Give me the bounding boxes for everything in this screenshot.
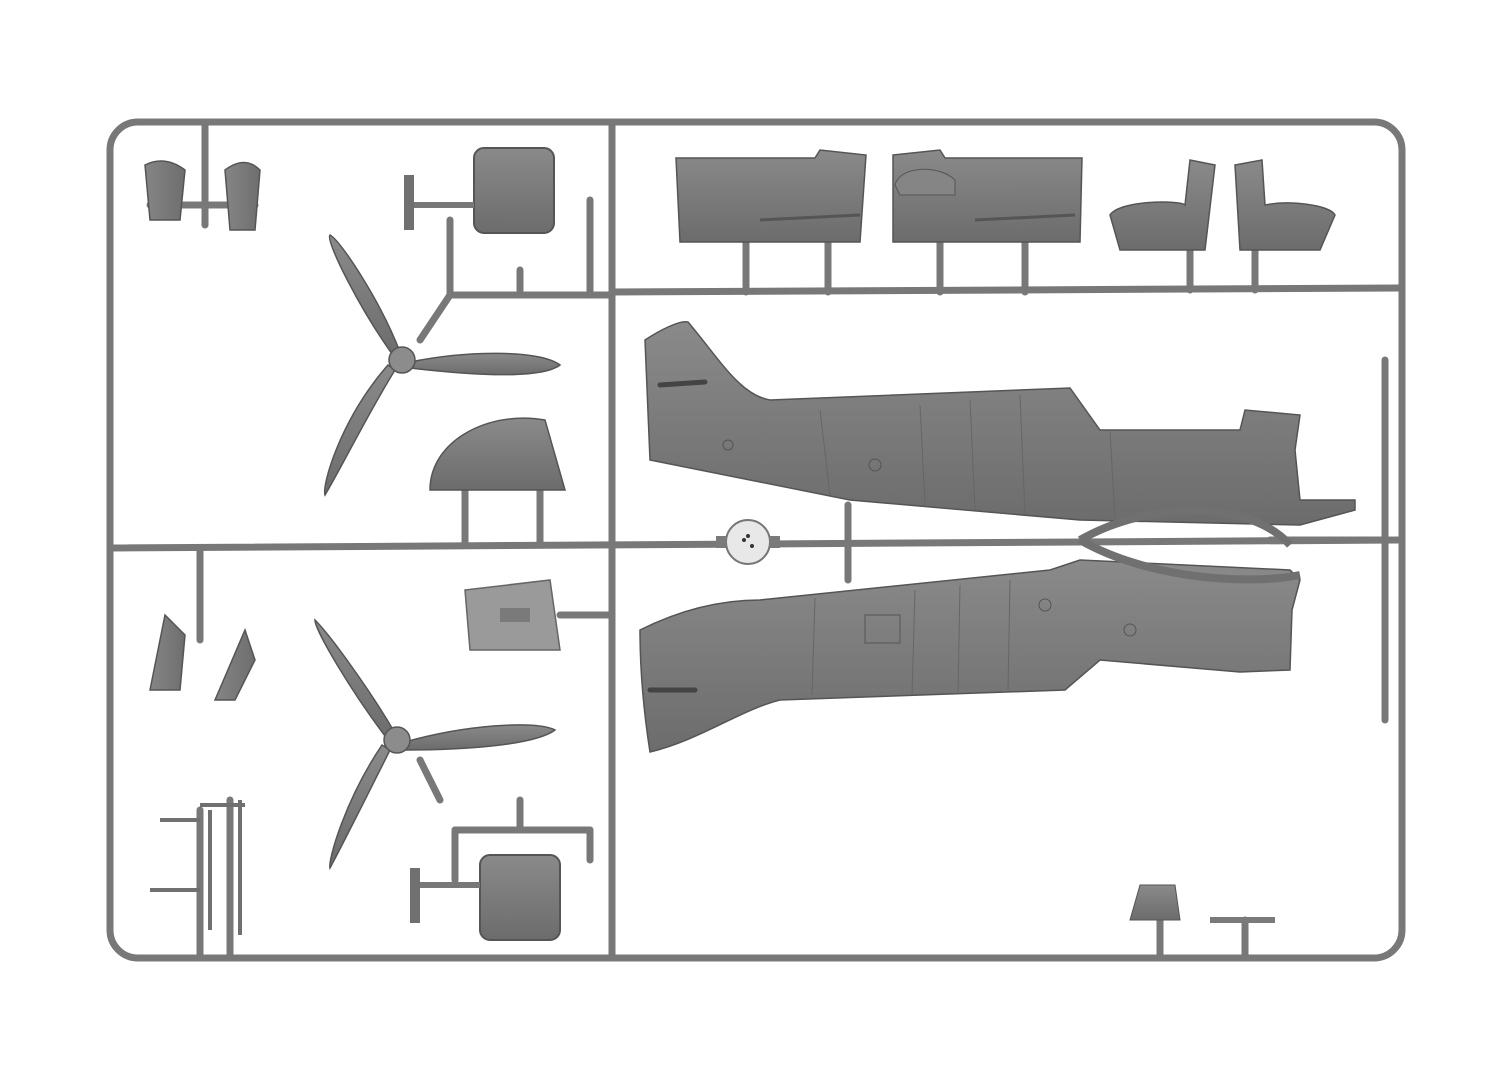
seat-upper — [404, 147, 555, 234]
nose-piece-left — [1109, 159, 1216, 251]
cowling-panel-right — [892, 149, 1083, 243]
propeller-upper — [323, 234, 562, 497]
fuselage-half-upper — [644, 321, 1356, 526]
bracket-parts-lower — [149, 613, 256, 701]
seat-lower — [410, 854, 561, 941]
spinner-hub — [716, 519, 780, 565]
sprue-frame — [106, 118, 1406, 962]
propeller-lower — [314, 618, 557, 871]
small-rod-parts — [150, 800, 245, 935]
floor-plate — [464, 579, 561, 651]
bracket-parts-upper — [144, 160, 261, 231]
loop-parts — [1078, 506, 1301, 584]
fuselage-half-lower — [639, 559, 1301, 753]
nose-piece-right — [1234, 159, 1336, 251]
pedestal-parts — [1129, 884, 1275, 923]
tail-fin-part — [429, 417, 566, 491]
cowling-panel-left — [675, 149, 867, 243]
